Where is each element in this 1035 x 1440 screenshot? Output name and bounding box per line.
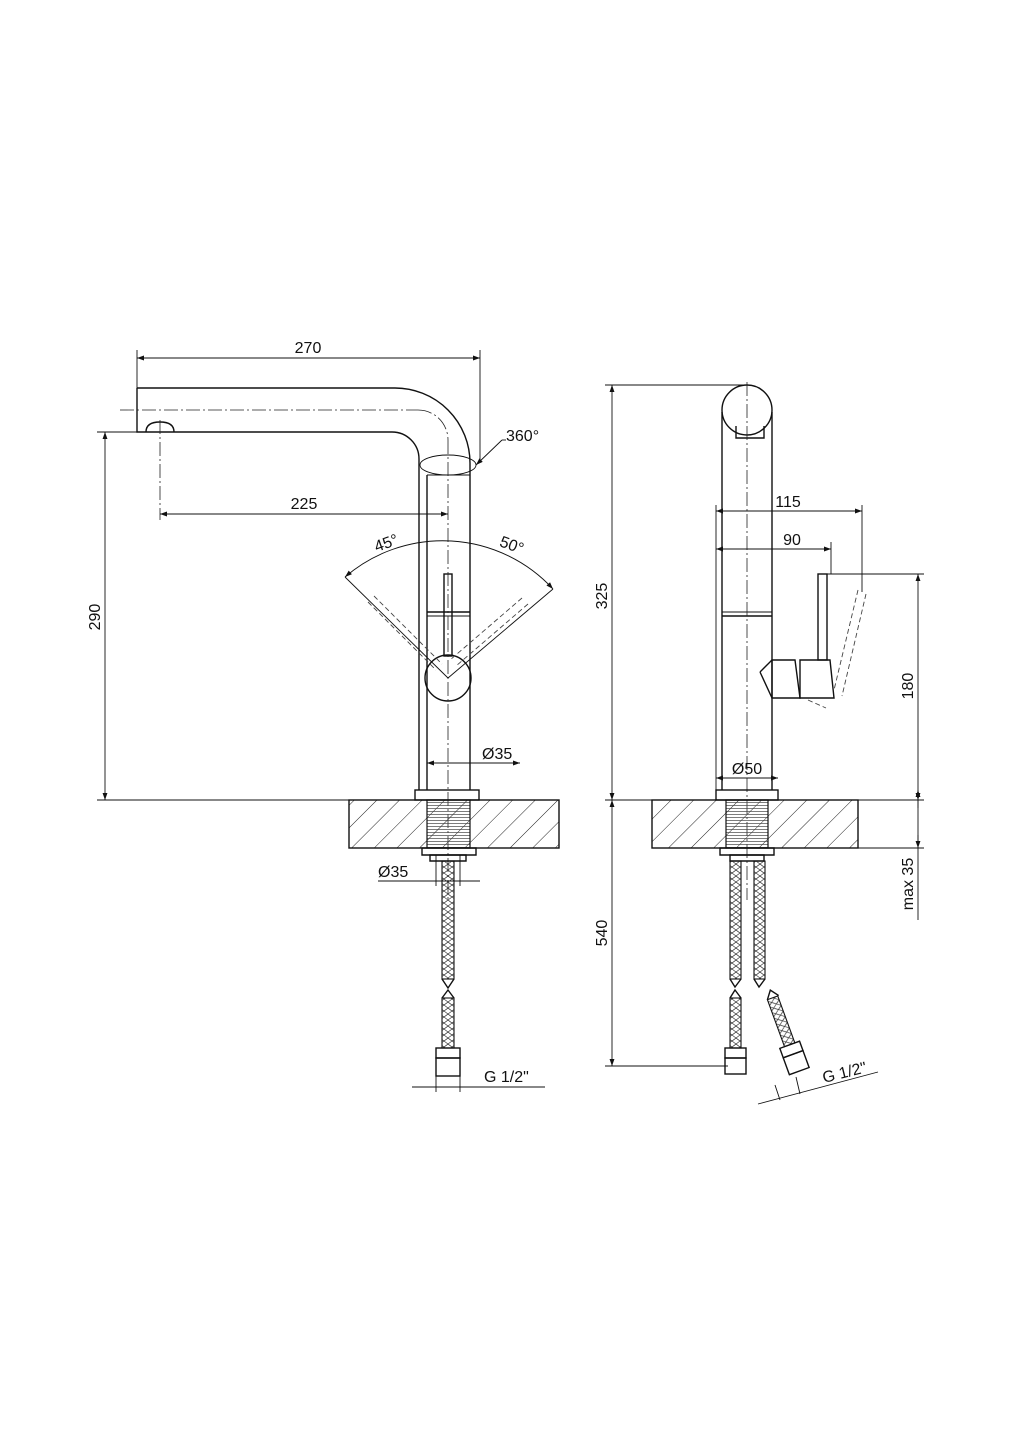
front-view: 270 225 360° 45° 50° 290 Ø35 Ø35 G 1/2" [87, 340, 560, 1092]
side-dim-540: 540 [594, 920, 611, 947]
front-lever-ghost-right [449, 597, 529, 667]
front-dim-connection: G 1/2" [484, 1069, 529, 1086]
front-dim-50: 50° [497, 534, 526, 558]
side-hose-left-lower [729, 997, 742, 1049]
side-view: 325 115 90 180 max 35 Ø50 540 G 1/2" [594, 382, 924, 1105]
side-dim-90: 90 [783, 532, 801, 549]
side-hose-left-upper [729, 860, 742, 980]
side-hose-right-upper [753, 860, 766, 980]
front-lever-ghost-left [367, 595, 443, 671]
side-body [721, 412, 773, 790]
side-mounting-thread [725, 799, 769, 849]
side-dim-base-diameter: Ø50 [732, 761, 762, 778]
front-dim-360: 360° [506, 428, 539, 445]
side-dim-180: 180 [900, 673, 917, 700]
front-hose-upper [441, 860, 455, 980]
front-dim-225: 225 [291, 496, 318, 513]
side-handle-ghost [807, 589, 867, 709]
side-dim-max-35: max 35 [900, 858, 917, 911]
side-handle-hub [759, 659, 801, 699]
front-lever-swing-arc [344, 540, 554, 590]
side-dim-325: 325 [594, 583, 611, 610]
front-spout [136, 387, 471, 790]
front-dim-body-diameter: Ø35 [482, 746, 512, 763]
front-base-flange [414, 789, 480, 801]
front-dim-290: 290 [87, 604, 104, 631]
side-dim-connection-line [757, 1071, 879, 1105]
side-dim-115: 115 [775, 494, 801, 511]
side-dim-connection: G 1/2" [821, 1060, 869, 1087]
front-dim-45: 45° [372, 532, 401, 556]
front-hose-lower [441, 997, 455, 1049]
front-dim-270: 270 [295, 340, 322, 357]
side-handle-lever [817, 573, 828, 661]
side-hose-right-lower [766, 995, 796, 1048]
front-mounting-thread [426, 799, 471, 849]
front-dim-mount-diameter: Ø35 [378, 864, 408, 881]
front-hose-nut [435, 1047, 461, 1059]
